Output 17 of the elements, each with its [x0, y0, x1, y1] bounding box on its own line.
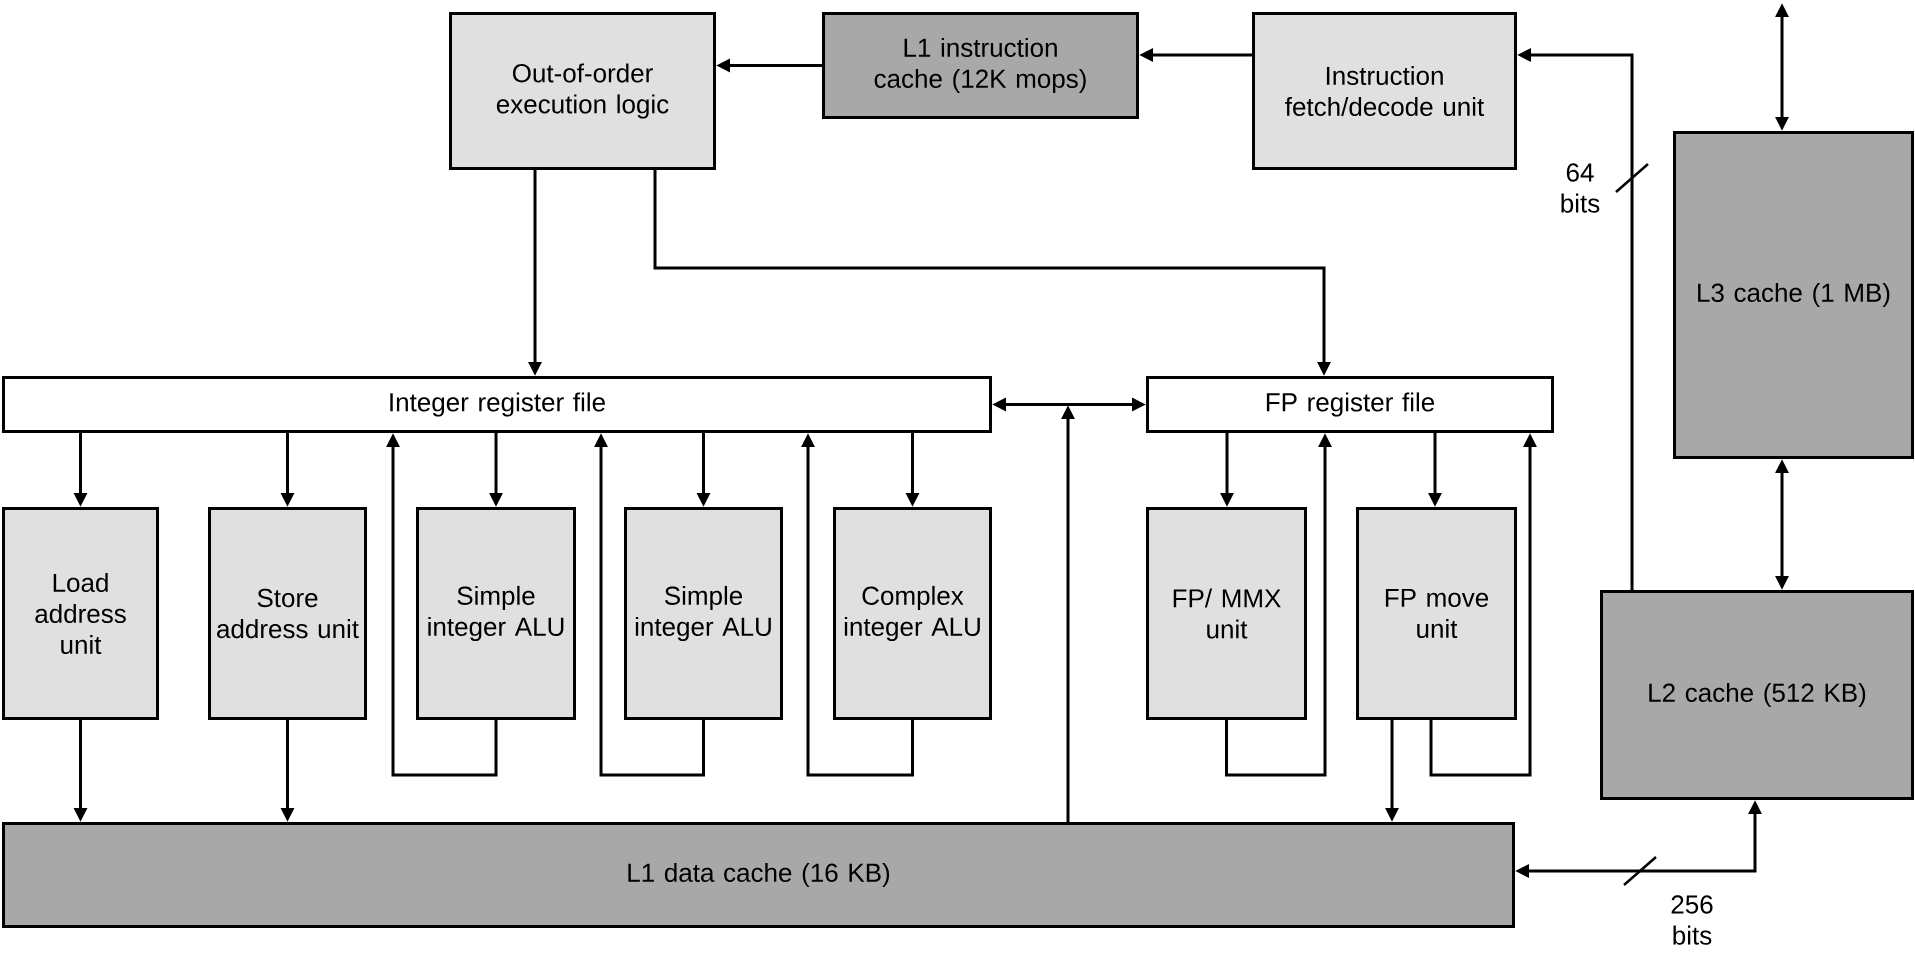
register-file-box: Integer register file: [2, 376, 992, 433]
unit-box: Store address unit: [208, 507, 367, 720]
bus-width-label: 256 bits: [1671, 895, 1713, 945]
unit-box: FP move unit: [1356, 507, 1517, 720]
alu-box: Complex integer ALU: [833, 507, 992, 720]
register-file-box: FP register file: [1146, 376, 1554, 433]
unit-box: FP/ MMX unit: [1146, 507, 1307, 720]
cache-box: L1 data cache (16 KB): [2, 822, 1515, 928]
unit-box: Instruction fetch/decode unit: [1252, 12, 1517, 170]
alu-box: Simple integer ALU: [624, 507, 783, 720]
alu-box: Simple integer ALU: [416, 507, 576, 720]
cache-box: L1 instruction cache (12K mops): [822, 12, 1139, 119]
cache-box: L3 cache (1 MB): [1673, 131, 1914, 459]
logic-box: Out-of-order execution logic: [449, 12, 716, 170]
cache-box: L2 cache (512 KB): [1600, 590, 1914, 800]
unit-box: Load address unit: [2, 507, 159, 720]
bus-width-label: 64 bits: [1561, 163, 1600, 213]
